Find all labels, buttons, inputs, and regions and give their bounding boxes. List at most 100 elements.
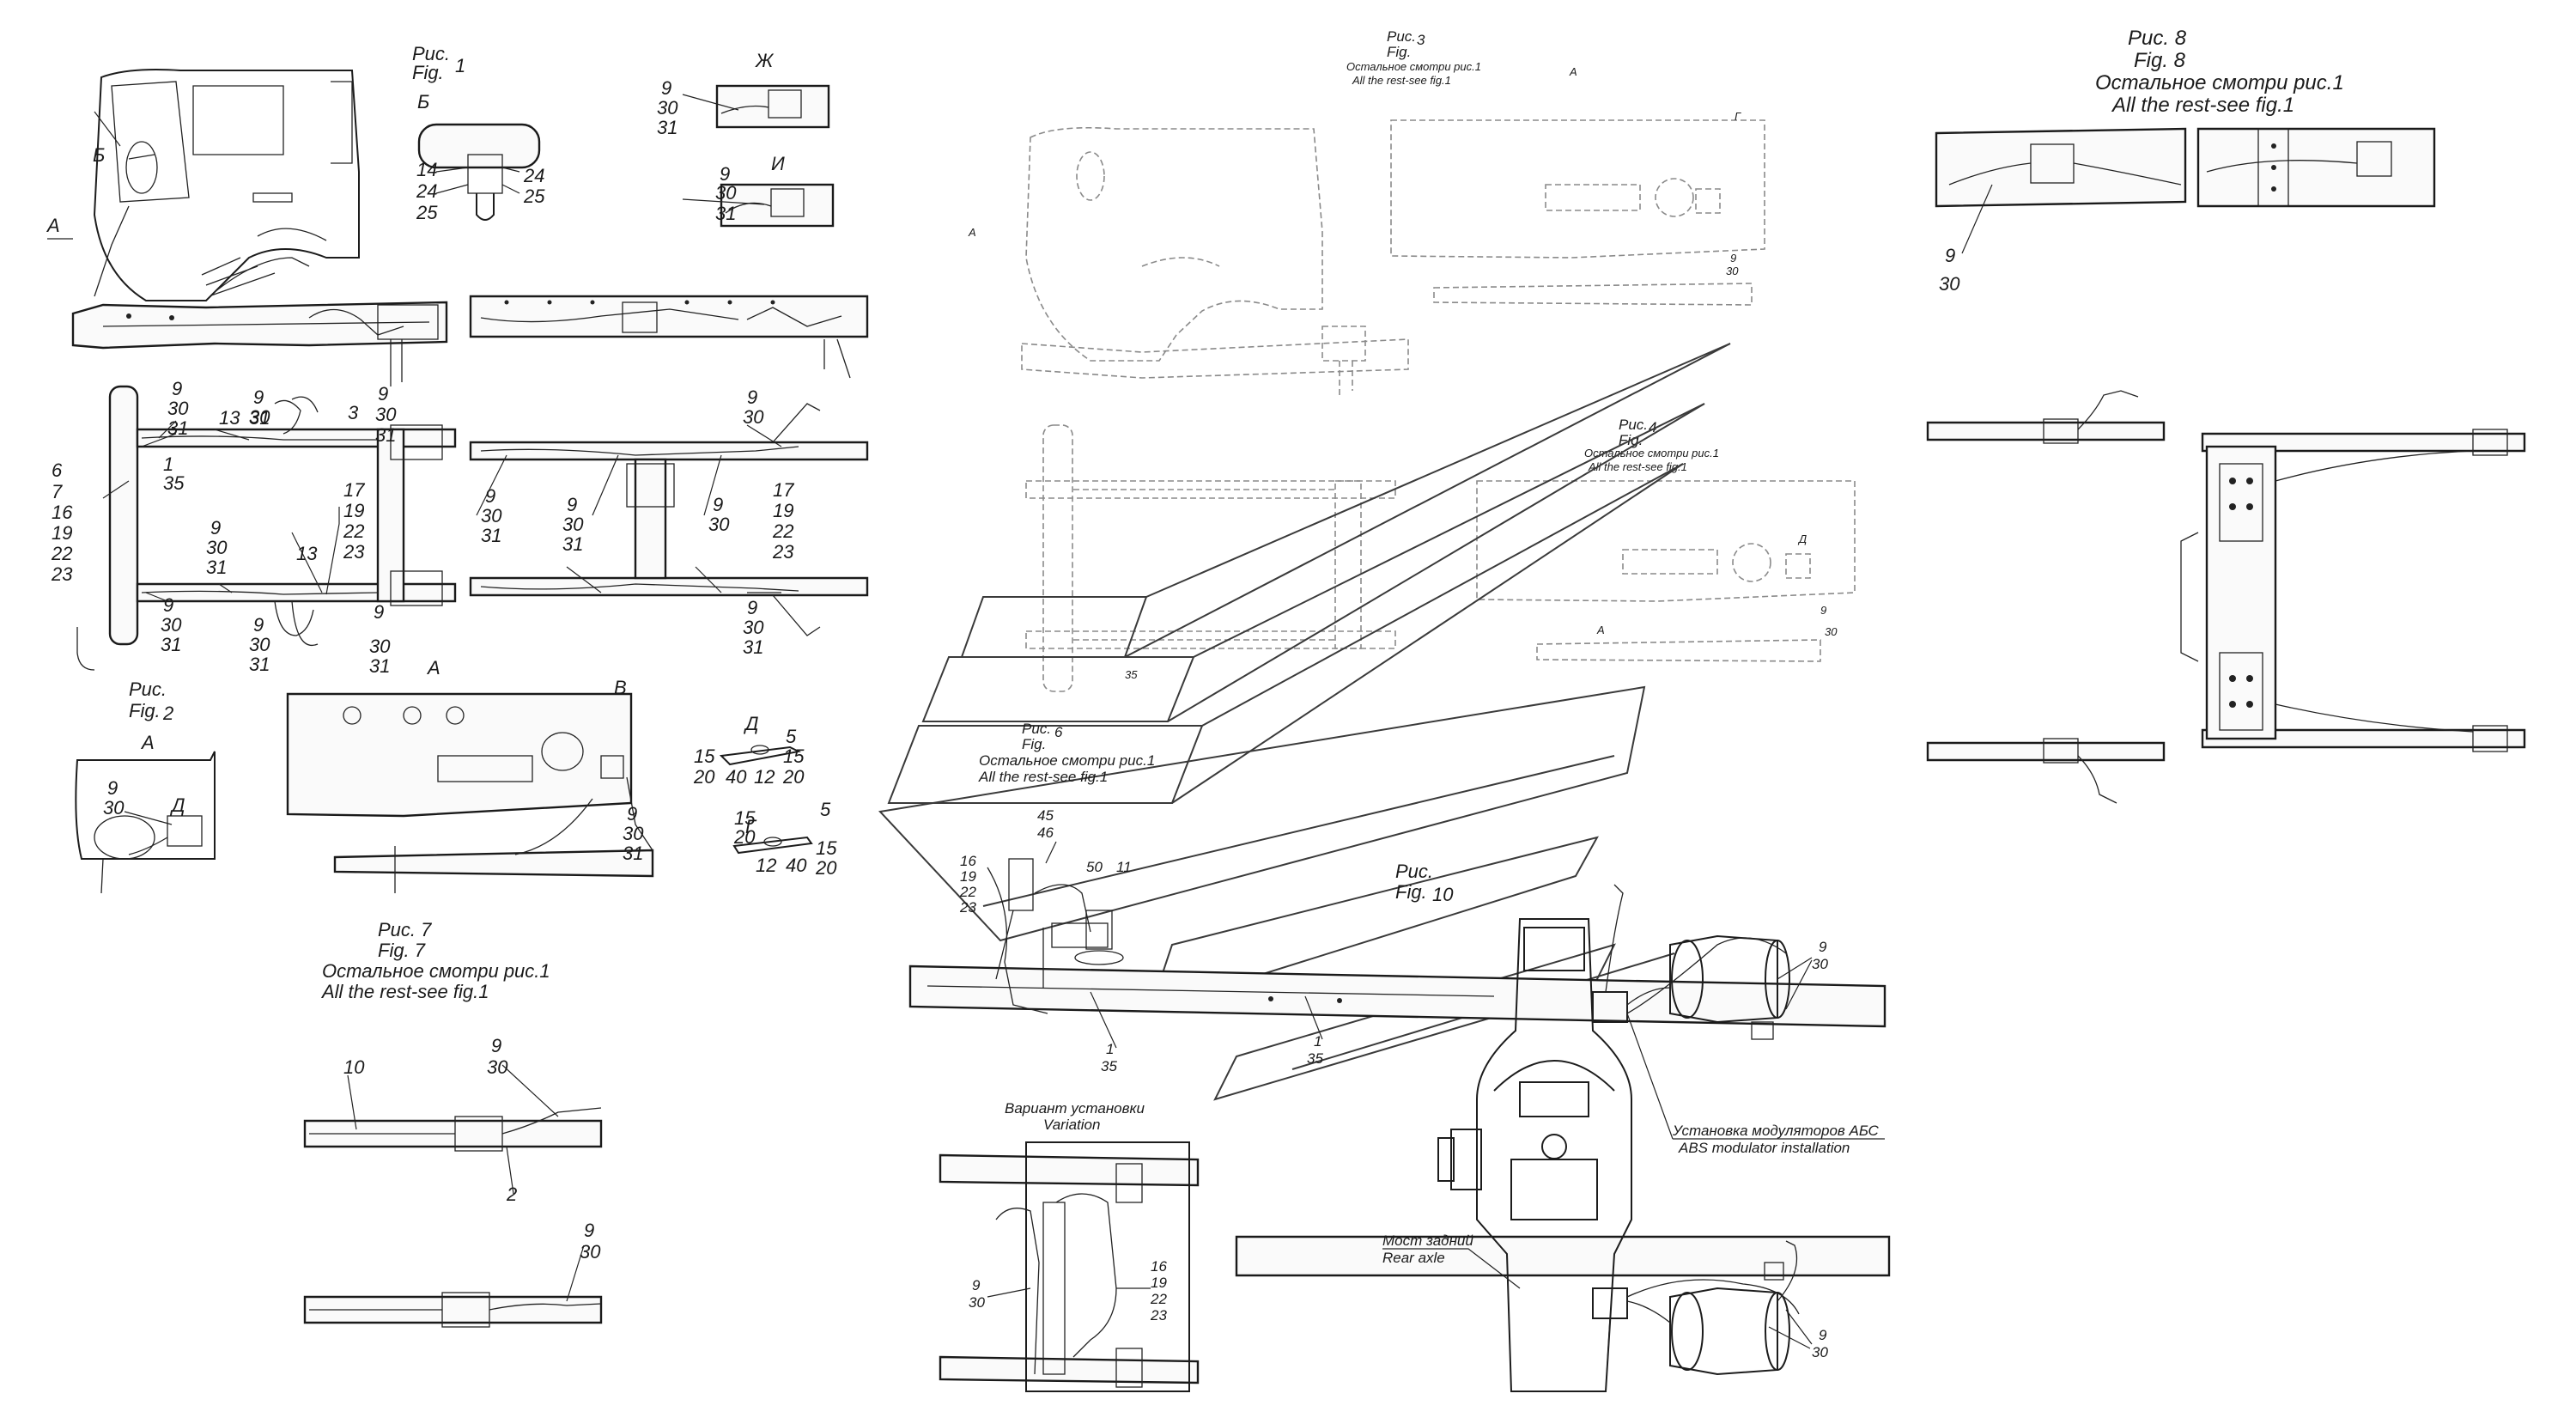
var-callout-22: 22 xyxy=(1150,1291,1167,1307)
fig7-callout-2: 2 xyxy=(506,1184,517,1205)
fig7-title-en: Fig. 7 xyxy=(378,940,426,961)
r-30-c: 30 xyxy=(562,514,584,535)
c-9-d: 9 xyxy=(210,517,221,539)
fig7-group: Рис. 7 Fig. 7 Остальное смотри рис.1 All… xyxy=(303,919,603,1328)
c-7: 7 xyxy=(52,481,63,502)
fig8-callout-30: 30 xyxy=(1939,273,1960,295)
var-callout-16: 16 xyxy=(1151,1258,1167,1275)
c-19-b: 19 xyxy=(343,500,364,521)
fig1-number: 1 xyxy=(455,55,465,76)
variation-caption-en: Variation xyxy=(1043,1117,1100,1133)
c-1-a: 1 xyxy=(163,453,173,475)
axle-callout-30-a: 30 xyxy=(1812,956,1828,972)
c-6: 6 xyxy=(52,459,63,481)
f10-callout-45: 45 xyxy=(1037,807,1054,824)
view-i-label: И xyxy=(771,153,785,174)
abs-caption-en: ABS modulator installation xyxy=(1678,1140,1850,1156)
details-d-g: Д 5 15 20 40 12 15 20 Г 5 15 20 12 40 15… xyxy=(693,713,837,879)
f10-callout-46: 46 xyxy=(1037,825,1054,841)
c-31-d: 31 xyxy=(206,557,227,578)
g-callout-5: 5 xyxy=(820,799,831,820)
d-callout-12: 12 xyxy=(754,766,775,788)
i-callout-9: 9 xyxy=(720,163,730,185)
rear-axle-assembly: 9 30 9 30 Установка модуляторов АБС ABS … xyxy=(1235,884,1891,1392)
fig3-view-g-marker: Г xyxy=(1735,110,1741,123)
fig7-callout-9-b: 9 xyxy=(584,1220,594,1241)
view-b-label: Б xyxy=(417,91,429,113)
c-13-b: 13 xyxy=(296,543,318,564)
c-9-f: 9 xyxy=(253,614,264,636)
c-9-a: 9 xyxy=(172,378,182,399)
fig8-callout-9: 9 xyxy=(1945,245,1955,266)
fig3-note-en: All the rest-see fig.1 xyxy=(1352,74,1451,87)
fig2-callout-30: 30 xyxy=(103,797,125,818)
fig4-note-en: All the rest-see fig.1 xyxy=(1588,460,1687,473)
fig3-group: Рис. Fig. 3 Остальное смотри рис.1 All t… xyxy=(968,28,1765,692)
detail-zh-i: Ж И 9 30 31 9 30 31 xyxy=(657,50,835,228)
callout-25-right: 25 xyxy=(523,186,545,207)
i-callout-30: 30 xyxy=(715,182,737,204)
view-b-marker: Б xyxy=(93,144,105,166)
c-17-a: 17 xyxy=(343,479,365,501)
fig7-note-en: All the rest-see fig.1 xyxy=(320,981,489,1002)
c-9-c: 9 xyxy=(378,383,388,405)
frame-side-view xyxy=(71,205,448,386)
fig7-callout-30-a: 30 xyxy=(487,1056,508,1078)
fig1-group: Рис. Fig. 1 Б Б А А xyxy=(46,43,869,679)
c-30-c: 30 xyxy=(375,404,397,425)
g-callout-15-r: 15 xyxy=(816,837,837,859)
view-a-marker: А xyxy=(46,215,60,236)
fig8-note-en: All the rest-see fig.1 xyxy=(2111,94,2294,117)
g-callout-40: 40 xyxy=(786,855,807,876)
c-31-a: 31 xyxy=(167,417,188,439)
g-callout-12: 12 xyxy=(756,855,776,876)
var-callout-9: 9 xyxy=(972,1277,981,1293)
c-30-b: 30 xyxy=(249,406,270,428)
var-callout-30: 30 xyxy=(969,1294,985,1311)
fig4-callout-30: 30 xyxy=(1825,625,1838,638)
f10-callout-16: 16 xyxy=(960,853,976,869)
view-d-label: Д xyxy=(743,713,759,734)
r-31-b: 31 xyxy=(481,525,501,546)
c-22-b: 22 xyxy=(343,520,364,542)
view-v-label: В xyxy=(614,677,627,698)
fig7-callout-10: 10 xyxy=(343,1056,365,1078)
c-30-e: 30 xyxy=(161,614,182,636)
d-callout-40: 40 xyxy=(726,766,747,788)
fig7-callout-9-a: 9 xyxy=(491,1035,501,1056)
d-callout-15-r: 15 xyxy=(783,745,805,767)
fig3-view-a: А xyxy=(1569,65,1577,78)
fig2-title-ru: Рис. xyxy=(129,679,167,700)
f10-callout-1-b: 1 xyxy=(1314,1033,1321,1050)
c-9-g: 9 xyxy=(374,601,384,623)
c-30-f: 30 xyxy=(249,634,270,655)
fig6-title-en: Fig. xyxy=(1022,736,1046,752)
zh-callout-30: 30 xyxy=(657,97,678,119)
var-callout-19: 19 xyxy=(1151,1275,1167,1291)
cab-side-view xyxy=(93,69,360,301)
d-callout-20-r: 20 xyxy=(782,766,805,788)
c-30-a: 30 xyxy=(167,398,189,419)
fig10-number: 10 xyxy=(1432,884,1454,905)
c-19-a: 19 xyxy=(52,522,72,544)
rear-axle-caption-ru: Мост задний xyxy=(1382,1232,1473,1249)
r-9-b: 9 xyxy=(485,485,495,507)
axle-callout-9-a: 9 xyxy=(1819,939,1827,955)
c-9-e: 9 xyxy=(163,594,173,616)
r-30-b: 30 xyxy=(481,505,502,526)
fig3-callout-9: 9 xyxy=(1730,252,1736,265)
axle-callout-9-b: 9 xyxy=(1819,1327,1827,1343)
zh-callout-9: 9 xyxy=(661,77,671,99)
fig3-note-ru: Остальное смотри рис.1 xyxy=(1346,60,1481,73)
rear-axle-caption-en: Rear axle xyxy=(1382,1250,1445,1266)
f10-callout-23: 23 xyxy=(959,899,976,916)
r-31-e: 31 xyxy=(743,636,763,658)
fig4-number: 4 xyxy=(1649,419,1656,435)
callout-25-left: 25 xyxy=(416,202,438,223)
r-30-a: 30 xyxy=(743,406,764,428)
fig3-view-a-marker: А xyxy=(968,226,976,239)
fig6-group: Рис. Fig. 6 Остальное смотри рис.1 All t… xyxy=(978,668,1155,785)
r-9-a: 9 xyxy=(747,386,757,408)
view-a-label-fig1: А xyxy=(426,657,440,679)
